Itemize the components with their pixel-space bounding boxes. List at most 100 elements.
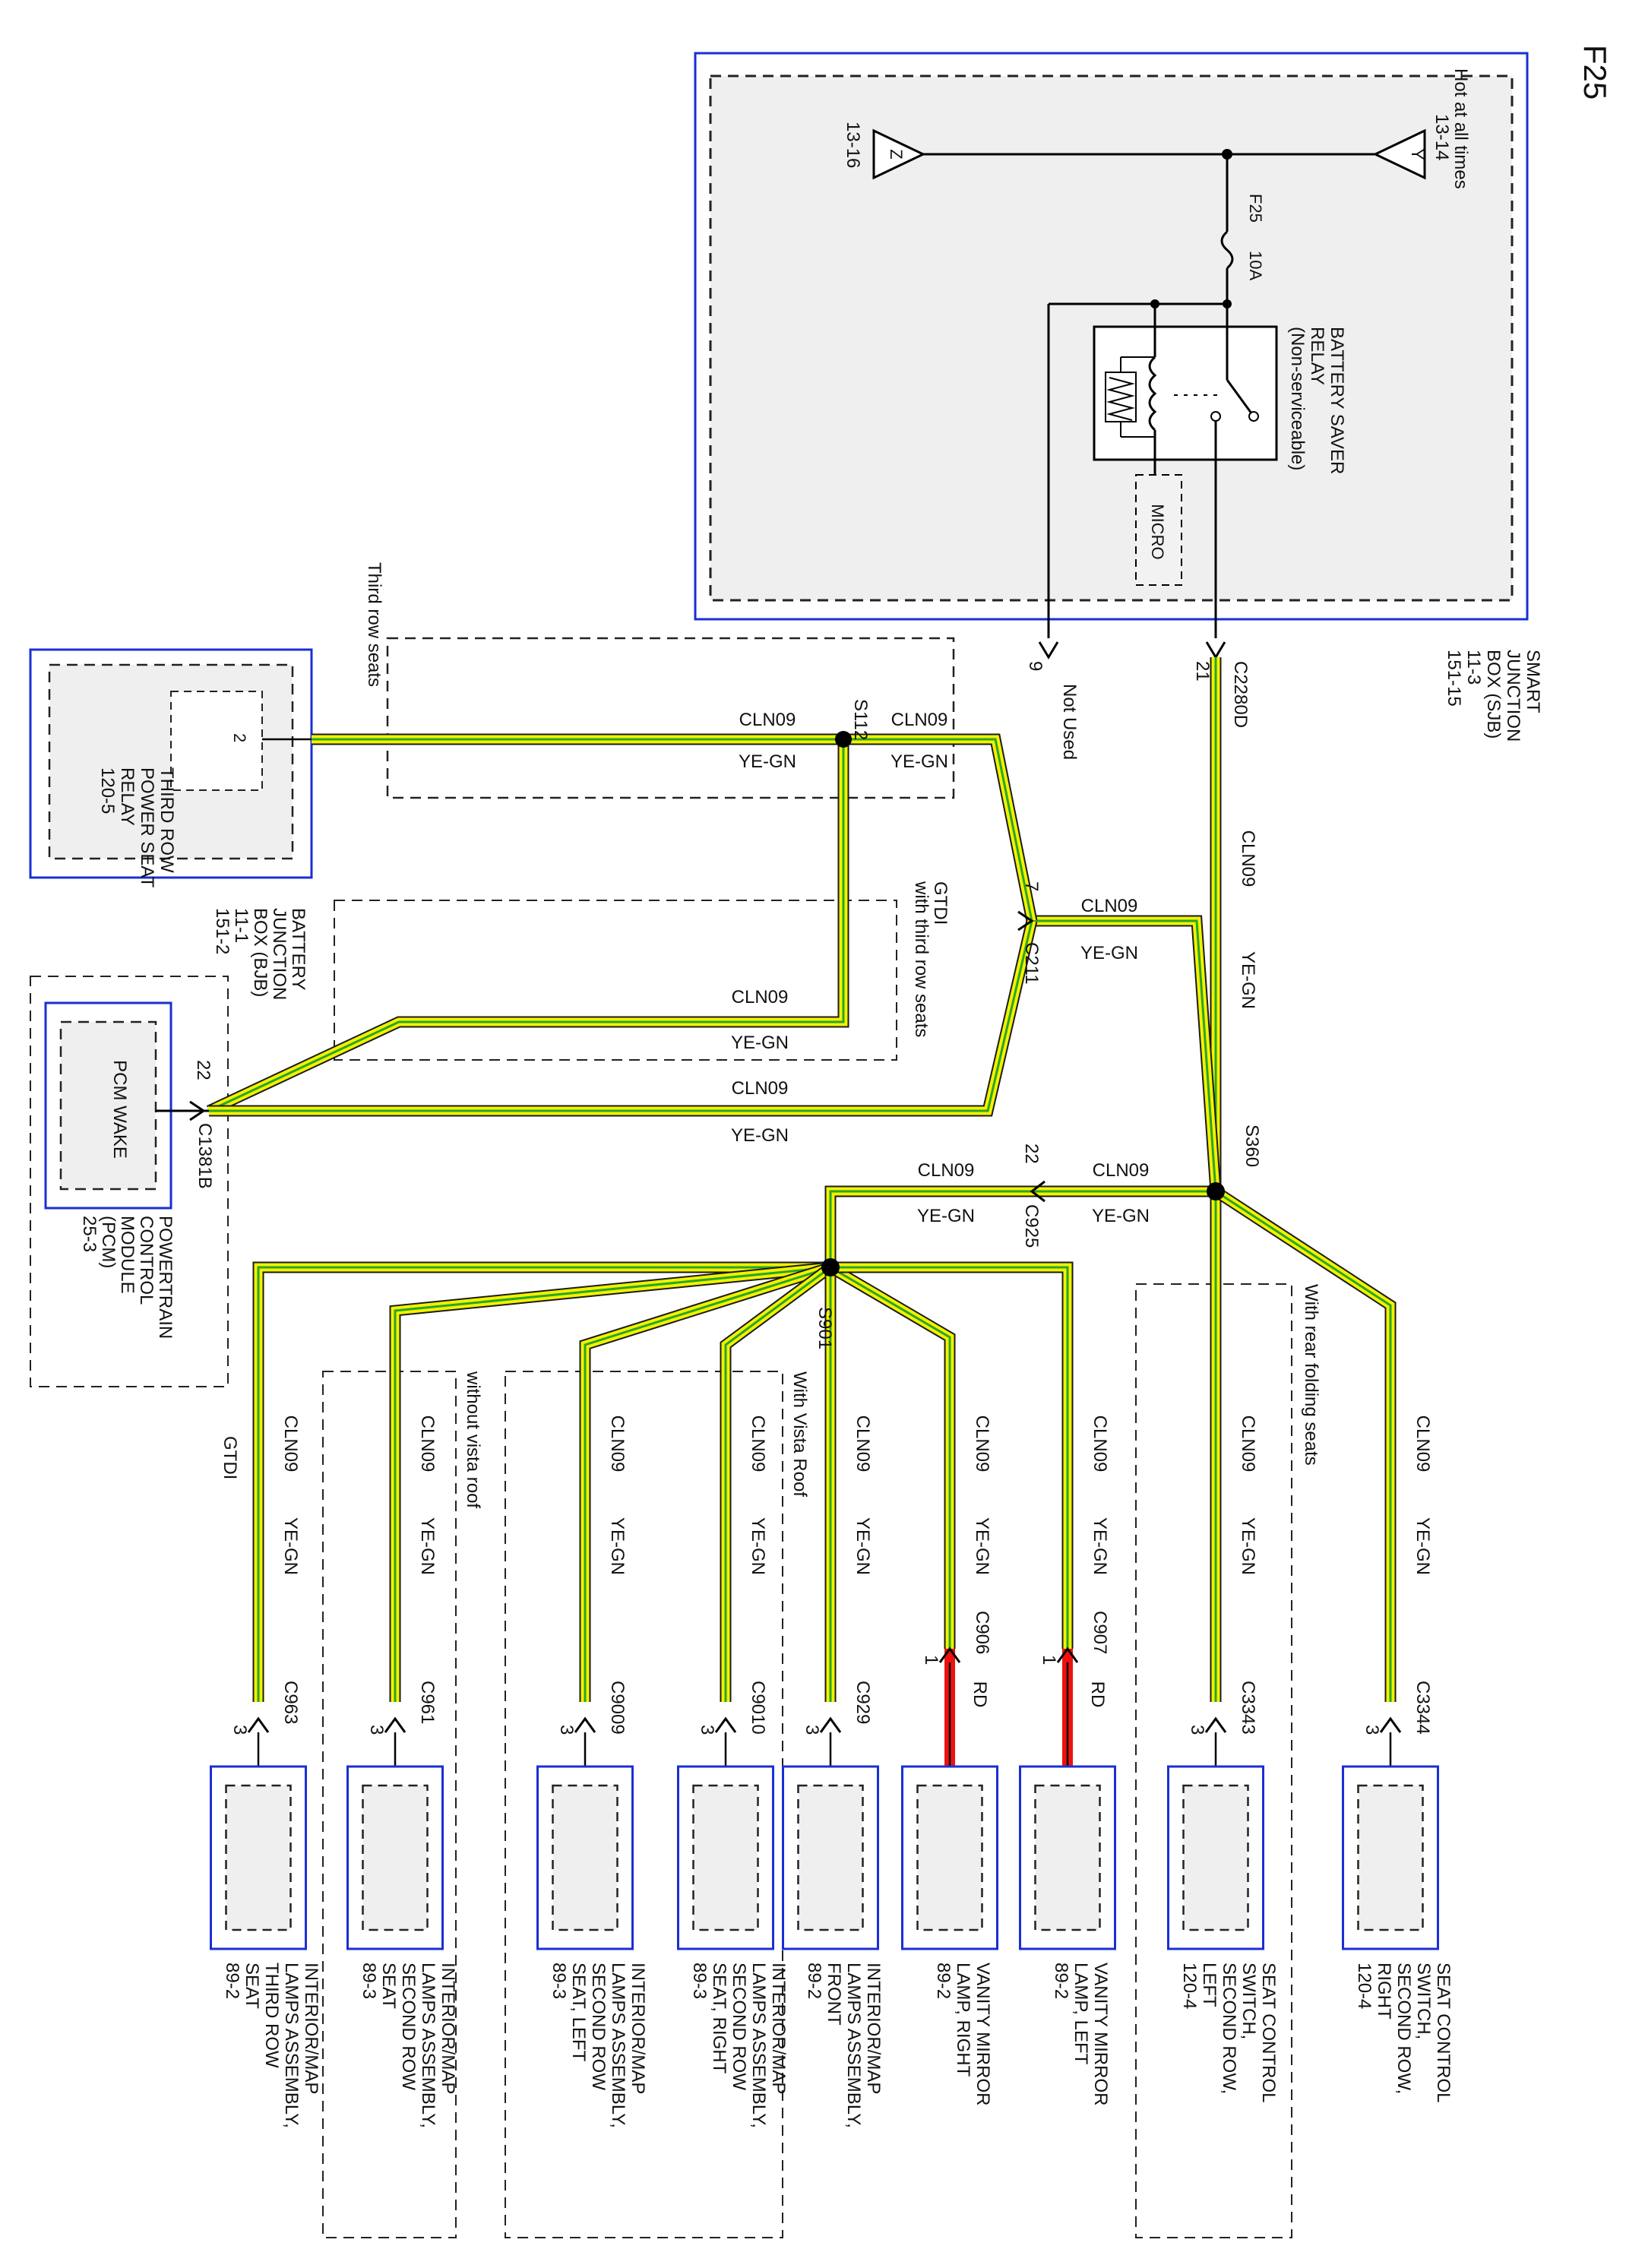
connector-label-c907: C907	[1090, 1611, 1110, 1654]
branch-c906-label-line: VANITY MIRROR	[973, 1963, 993, 2105]
c925-label: C925	[1021, 1204, 1042, 1248]
branch-c9010-label-line: SECOND ROW	[729, 1963, 749, 2090]
wire-label: CLN09	[891, 710, 948, 730]
hot-at-all-times-terminal-icon	[1372, 128, 1426, 180]
relay-coil-icon	[1148, 356, 1157, 432]
wire-label: YE-GN	[748, 1517, 768, 1575]
connector-c211-icon	[1017, 910, 1034, 932]
pin-label: 3	[1187, 1725, 1207, 1735]
connector-label-c929: C929	[853, 1681, 873, 1724]
svg-text:BOX (BJB): BOX (BJB)	[250, 908, 270, 997]
branch-c9009-label-line: 89-3	[549, 1963, 569, 1999]
branch-c963-label-line: THIRD ROW	[261, 1963, 282, 2068]
wire-c211-pcm-outline	[209, 919, 1038, 1117]
connector-c1381b-icon	[189, 1100, 206, 1121]
connector-c925-icon	[1030, 1180, 1046, 1203]
svg-text:Z: Z	[887, 149, 906, 159]
wire-label: YE-GN	[1238, 1517, 1258, 1575]
fuse-name: F25	[1246, 194, 1265, 223]
svg-text:Y: Y	[1408, 149, 1427, 160]
connector-c963-icon	[247, 1716, 270, 1733]
branch-c3343-label-line: 120-4	[1179, 1963, 1200, 2009]
splice-s901	[821, 1258, 840, 1276]
svg-text:CONTROL: CONTROL	[136, 1216, 157, 1305]
svg-text:120-5: 120-5	[97, 767, 118, 814]
branch-c9009-label-line: INTERIOR/MAP	[628, 1963, 648, 2094]
wire-label: YE-GN	[417, 1517, 438, 1575]
svg-text:11-1: 11-1	[231, 908, 251, 943]
svg-text:With rear folding seats: With rear folding seats	[1301, 1284, 1321, 1466]
wire-harness	[206, 657, 1397, 1767]
connector-c907-icon	[1056, 1646, 1079, 1663]
vista-roof-option-box	[505, 1371, 783, 2238]
wire-label: YE-GN	[280, 1517, 301, 1575]
wire-c925-s901-outline	[824, 1185, 1032, 1267]
connector-c3343-icon	[1204, 1716, 1227, 1733]
pin-label: 3	[229, 1725, 250, 1735]
wire-label: YE-GN	[607, 1517, 628, 1575]
wire-label: YE-GN	[891, 751, 948, 772]
svg-text:22: 22	[1021, 1143, 1042, 1164]
wire-label: CLN09	[1238, 1416, 1258, 1472]
branch-c963-label-line: LAMPS ASSEMBLY,	[281, 1963, 302, 2128]
bjb-label: BATTERY JUNCTION BOX (BJB) 11-1 151-2	[212, 908, 308, 1000]
wire-c925-s901	[826, 1187, 1032, 1267]
branch-c3344-label-line: 120-4	[1354, 1963, 1375, 2009]
svg-text:MICRO: MICRO	[1148, 504, 1167, 559]
branch-c907-label-line: LAMP, LEFT	[1071, 1963, 1091, 2065]
branch-c963-label-line: INTERIOR/MAP	[301, 1963, 321, 2094]
wire-label: CLN09	[918, 1160, 975, 1181]
branch-c9010-label-line: LAMPS ASSEMBLY,	[748, 1963, 769, 2128]
connector-pin9-icon	[1038, 641, 1059, 660]
branch-c3343-label-line: SECOND ROW,	[1219, 1963, 1239, 2094]
connector-label-c9009: C9009	[607, 1681, 628, 1735]
pin-label: 3	[366, 1725, 387, 1735]
branch-c9009-label-line: LAMPS ASSEMBLY,	[608, 1963, 628, 2128]
connector-c9010-icon	[714, 1716, 737, 1733]
third-row-seats-option-box	[386, 637, 955, 799]
svg-text:S112: S112	[850, 699, 871, 740]
wire-label: CLN09	[853, 1416, 873, 1472]
relay-label: BATTERY SAVER RELAY (Non-serviceable)	[1287, 327, 1347, 474]
sjb-connector: C2280D	[1230, 661, 1251, 728]
svg-text:PCM WAKE: PCM WAKE	[109, 1060, 130, 1159]
svg-text:S901: S901	[815, 1307, 835, 1349]
svg-text:GTDI: GTDI	[220, 1436, 240, 1479]
hot-at-all-times-label: Hot at all times	[1450, 68, 1471, 189]
svg-text:S360: S360	[1242, 1125, 1262, 1167]
wire-label: CLN09	[739, 710, 796, 730]
micro-module	[1135, 474, 1182, 586]
splice-s112	[835, 731, 852, 748]
connector-c9009-icon	[574, 1716, 596, 1733]
svg-text:THIRD ROW: THIRD ROW	[157, 767, 177, 873]
connector-c906-icon	[938, 1646, 961, 1663]
wire-label: YE-GN	[731, 1033, 789, 1053]
wire-label: CLN09	[972, 1416, 992, 1472]
branch-c3343-label-line: LEFT	[1199, 1963, 1220, 2007]
branch-c906-label-line: LAMP, RIGHT	[953, 1963, 973, 2077]
pin-label: 3	[802, 1725, 822, 1735]
branch-c9009-label-line: SEAT, LEFT	[568, 1963, 589, 2062]
third-row-power-seat-relay: 2 THIRD ROW POWER SEAT RELAY 120-5	[29, 648, 313, 888]
svg-text:151-2: 151-2	[212, 908, 233, 954]
wire-label: YE-GN	[972, 1517, 992, 1575]
connector-c929-icon	[819, 1716, 842, 1733]
svg-text:BATTERY SAVER: BATTERY SAVER	[1327, 327, 1347, 474]
branch-c3343-label-line: SWITCH,	[1238, 1963, 1259, 2039]
branch-c3343-label-line: SEAT CONTROL	[1258, 1963, 1279, 2102]
svg-text:GTDI: GTDI	[930, 881, 951, 925]
branch-c961-label-line: SECOND ROW	[398, 1963, 419, 2090]
connector-label-c961: C961	[417, 1681, 438, 1724]
svg-text:(PCM): (PCM)	[98, 1216, 119, 1268]
svg-text:POWERTRAIN: POWERTRAIN	[155, 1216, 176, 1339]
third-row-seats-note: Third row seats	[364, 562, 384, 687]
branch-c929-label-line: 89-2	[804, 1963, 824, 1999]
branch-c3344-label-line: SEAT CONTROL	[1433, 1963, 1454, 2102]
page-label: F25	[1577, 45, 1613, 100]
connector-c3344-icon	[1379, 1716, 1402, 1733]
wire-label: CLN09	[607, 1416, 628, 1472]
svg-text:with third row seats: with third row seats	[911, 881, 932, 1037]
fuse-rating: 10A	[1246, 251, 1265, 280]
branch-c929-label-line: INTERIOR/MAP	[863, 1963, 884, 2094]
